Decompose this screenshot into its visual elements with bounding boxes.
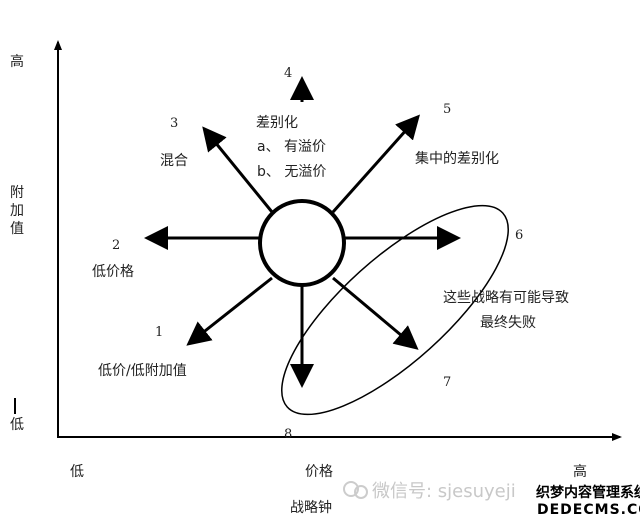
x-axis-low-label: 低: [70, 464, 84, 480]
route-1-number: 1: [155, 325, 163, 340]
y-axis-label-2: 加: [10, 203, 24, 219]
arrow-7: [332, 276, 419, 350]
y-axis-high-label: 高: [10, 53, 24, 70]
route-5-label: 集中的差别化: [415, 150, 499, 167]
diagram-title: 战略钟: [290, 499, 332, 516]
x-axis-high-label: 高: [573, 463, 587, 480]
dedecms-logo: 织梦内容管理系统 DEDECMS.COM: [534, 483, 640, 518]
x-axis-label: 价格: [305, 464, 333, 480]
arrow-5: [331, 114, 420, 213]
failure-note-line-2: 最终失败: [480, 315, 536, 331]
route-6-number: 6: [515, 228, 523, 243]
svg-text:织梦内容管理系统: 织梦内容管理系统: [536, 484, 640, 501]
route-7-number: 7: [443, 375, 451, 390]
y-axis-label-1: 附: [10, 185, 24, 201]
svg-text:微信号: sjesuyeji: 微信号: sjesuyeji: [372, 481, 516, 502]
route-4-sub-b: b、 无溢价: [257, 164, 326, 180]
wechat-watermark: 微信号: sjesuyeji: [343, 481, 516, 502]
route-4-sub-a: a、 有溢价: [257, 139, 326, 155]
clock-center-circle: [258, 199, 346, 287]
arrow-1: [186, 276, 273, 346]
route-2-label: 低价格: [92, 264, 134, 280]
failure-ellipse: [281, 204, 509, 416]
svg-text:DEDECMS.COM: DEDECMS.COM: [537, 502, 640, 518]
arrow-3: [202, 126, 274, 213]
failure-note-line-1: 这些战略有可能导致: [443, 289, 569, 306]
route-4-label: 差别化: [256, 115, 298, 131]
route-4-number: 4: [284, 66, 292, 81]
route-2-number: 2: [112, 238, 120, 253]
route-3-label: 混合: [160, 153, 188, 169]
wechat-icon: [343, 481, 359, 497]
route-8-number: 8: [284, 427, 292, 442]
route-1-label: 低价/低附加值: [98, 363, 187, 379]
route-3-number: 3: [170, 116, 178, 131]
route-5-number: 5: [443, 102, 451, 117]
y-axis-low-label: 低: [10, 417, 24, 433]
y-axis-label-3: 值: [10, 221, 24, 237]
